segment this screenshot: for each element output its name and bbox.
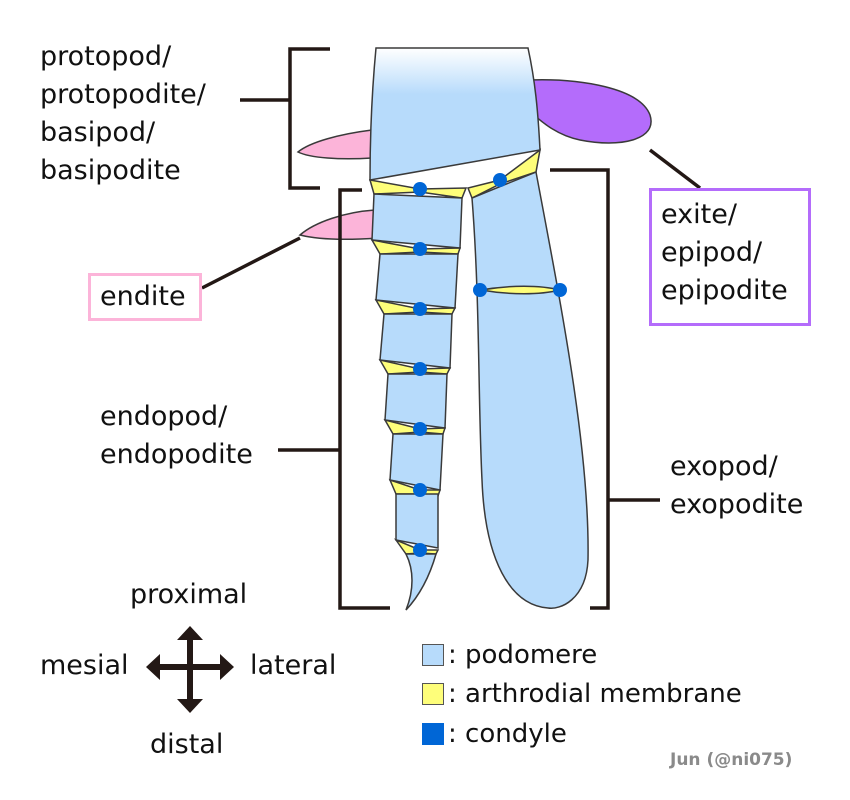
podomere-swatch bbox=[422, 644, 444, 666]
condyle bbox=[413, 483, 427, 497]
endopod-bracket bbox=[338, 188, 390, 610]
endopod-podomere bbox=[375, 253, 459, 309]
exopod-label: exopod/ exopodite bbox=[670, 451, 804, 520]
endite-label-box: endite bbox=[88, 273, 202, 321]
endopod-dactyl bbox=[404, 553, 437, 611]
endopod-label: endopod/ endopodite bbox=[100, 401, 253, 470]
arrow-up-icon bbox=[177, 626, 203, 640]
endite-upper bbox=[296, 129, 373, 160]
condyle bbox=[413, 362, 427, 376]
exopod-bracket bbox=[550, 168, 610, 610]
legend-item-podomere: : podomere bbox=[422, 640, 597, 670]
condyle bbox=[413, 242, 427, 256]
condyles bbox=[413, 173, 567, 557]
endopod-podomere bbox=[389, 433, 444, 491]
endite-label: endite bbox=[100, 281, 186, 312]
condyle bbox=[553, 283, 567, 297]
exite-leader bbox=[648, 148, 702, 190]
arthrodial-membrane-swatch bbox=[422, 683, 444, 705]
condyle bbox=[493, 173, 507, 187]
endopod-podomere bbox=[379, 313, 453, 369]
direction-mesial: mesial bbox=[40, 650, 129, 681]
arrow-right-icon bbox=[220, 654, 234, 680]
arrow-down-icon bbox=[177, 699, 203, 713]
condyle bbox=[413, 422, 427, 436]
legend-item-arthrodial-membrane: : arthrodial membrane bbox=[422, 679, 742, 709]
direction-lateral: lateral bbox=[250, 650, 337, 681]
direction-arrows bbox=[146, 626, 234, 713]
credit: Jun (@ni075) bbox=[670, 750, 793, 770]
endopod-podomere bbox=[395, 493, 439, 549]
direction-distal: distal bbox=[150, 729, 224, 760]
condyle-swatch bbox=[422, 723, 444, 745]
arrow-left-icon bbox=[146, 654, 160, 680]
protopod-podomere bbox=[369, 47, 541, 181]
condyle bbox=[473, 283, 487, 297]
legend-item-condyle: : condyle bbox=[422, 719, 567, 749]
exopod-podomere bbox=[471, 170, 589, 609]
condyle bbox=[413, 302, 427, 316]
protopod-label: protopod/ protopodite/ basipod/ basipodi… bbox=[40, 41, 206, 186]
condyle bbox=[413, 182, 427, 196]
direction-proximal: proximal bbox=[130, 579, 248, 610]
exite-label: exite/ epipod/ epipodite bbox=[661, 199, 788, 306]
endopod bbox=[370, 193, 463, 611]
endite-leader bbox=[201, 236, 301, 290]
endopod-podomere bbox=[371, 193, 463, 249]
condyle bbox=[413, 543, 427, 557]
protopod-bracket bbox=[288, 47, 330, 190]
exite-label-box: exite/ epipod/ epipodite bbox=[649, 188, 811, 326]
exite-lobe bbox=[527, 79, 652, 144]
endopod-podomere bbox=[384, 373, 448, 429]
